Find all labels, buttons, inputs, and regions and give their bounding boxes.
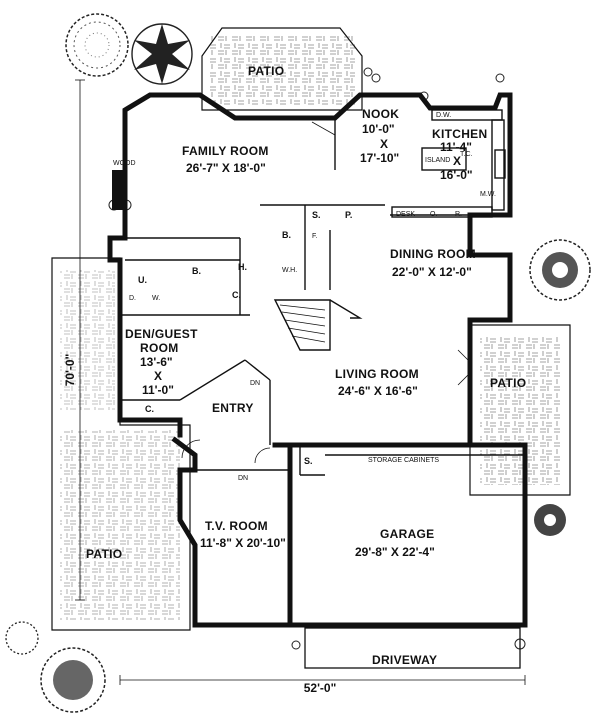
c-label-2: C.: [145, 404, 154, 414]
kitchen-dim-1: 11'-4": [440, 140, 472, 154]
tc-label: T.C.: [460, 151, 473, 158]
dining-room-dim: 22'-0" X 12'-0": [392, 265, 472, 279]
kitchen-label: KITCHEN: [432, 127, 487, 141]
den-label-2: ROOM: [140, 341, 179, 355]
fireplace: [112, 170, 126, 210]
b-small-label: B.: [282, 230, 291, 240]
kitchen-dim-2: 16'-0": [440, 168, 473, 182]
shrub-bottom-left: [5, 621, 39, 655]
entry-label: ENTRY: [212, 401, 254, 415]
s-label-1: S.: [312, 210, 321, 220]
patio-top-label: PATIO: [248, 64, 284, 78]
w-label: W.: [152, 295, 160, 302]
nook-dim-1: 10'-0": [362, 122, 395, 136]
dn-label-2: DN: [238, 475, 248, 482]
d-label: D.: [129, 295, 136, 302]
nook-dim-2: 17'-10": [360, 151, 399, 165]
s-label-2: S.: [304, 456, 313, 466]
kitchen-x: X: [453, 154, 461, 168]
exterior-walls: [107, 92, 528, 628]
nook-label: NOOK: [362, 107, 399, 121]
patio-left-label: PATIO: [86, 547, 122, 561]
dn-label-1: DN: [250, 380, 260, 387]
driveway: [304, 627, 521, 669]
tv-room-dim: 11'-8" X 20'-10": [200, 536, 286, 550]
tree-top-center: [131, 23, 193, 85]
tree-top-left: [65, 13, 129, 77]
interior-walls: [120, 118, 525, 476]
r-label: R.: [455, 211, 462, 218]
driveway-label: DRIVEWAY: [372, 653, 437, 667]
living-room-label: LIVING ROOM: [335, 367, 419, 381]
island-label: ISLAND: [425, 157, 450, 164]
h-label: H.: [238, 262, 247, 272]
door-swings: [181, 121, 471, 464]
wood-label: WOOD: [113, 160, 136, 167]
tv-room-label: T.V. ROOM: [205, 519, 268, 533]
dimension-lines: [75, 79, 526, 685]
depth-dimension: 70'-0": [63, 354, 77, 387]
storage-cabinets-label: STORAGE CABINETS: [368, 457, 439, 464]
kitchen-counters: [391, 109, 506, 218]
b-label: B.: [192, 266, 201, 276]
dw-label: D.W.: [436, 112, 451, 119]
u-label: U.: [138, 275, 147, 285]
p-label: P.: [345, 210, 352, 220]
shrub-right: [534, 504, 566, 536]
mw-label: M.W.: [480, 191, 496, 198]
wh-label: W.H.: [282, 267, 297, 274]
tree-bottom-left: [40, 647, 106, 713]
o-label: O.: [430, 211, 437, 218]
den-dim-1: 13'-6": [140, 355, 173, 369]
width-dimension: 52'-0": [304, 681, 337, 695]
c-label-1: C.: [232, 290, 241, 300]
family-room-dim: 26'-7" X 18'-0": [186, 161, 266, 175]
stair: [273, 299, 363, 351]
garage-label: GARAGE: [380, 527, 434, 541]
desk-label: DESK: [396, 211, 415, 218]
patio-right-label: PATIO: [490, 376, 526, 390]
f-label: F.: [312, 233, 318, 240]
den-dim-2: 11'-0": [142, 383, 174, 397]
living-room-dim: 24'-6" X 16'-6": [338, 384, 418, 398]
family-room-label: FAMILY ROOM: [182, 144, 269, 158]
garage-dim: 29'-8" X 22'-4": [355, 545, 435, 559]
dining-room-label: DINING ROOM: [390, 247, 476, 261]
tree-right: [529, 239, 591, 301]
den-x: X: [154, 369, 162, 383]
nook-x: X: [380, 137, 388, 151]
den-label: DEN/GUEST: [125, 327, 198, 341]
